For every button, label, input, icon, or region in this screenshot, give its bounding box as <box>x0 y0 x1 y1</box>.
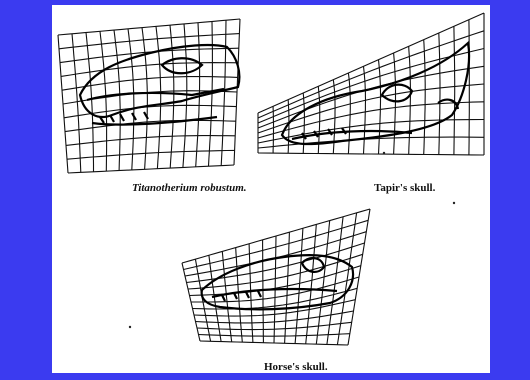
tapir-grid-line <box>258 31 484 118</box>
horse-grid-line <box>295 228 303 343</box>
horse-grid-line <box>263 240 264 343</box>
tapir-grid-line <box>258 13 484 113</box>
horse-skull-drawing <box>202 255 353 309</box>
titanotherium-grid-line <box>72 34 81 173</box>
horse-grid-line <box>236 248 243 343</box>
caption-tapir: Tapir's skull. <box>374 182 435 194</box>
caption-horse: Horse's skull. <box>264 362 328 373</box>
tapir-grid-line <box>348 73 350 154</box>
titanotherium-grid-line <box>114 30 120 170</box>
titanotherium-grid-line <box>156 26 161 168</box>
tapir-skull-drawing <box>282 43 469 144</box>
tapir-grid-line <box>454 26 455 154</box>
horse-grid <box>182 209 370 345</box>
tapir-grid-line <box>439 33 440 155</box>
titanotherium-grid-line <box>142 28 147 170</box>
tapir-grid-line <box>379 60 381 154</box>
tapir-grid <box>258 13 484 155</box>
titanotherium-grid-line <box>170 25 174 168</box>
tapir-grid-line <box>364 66 366 154</box>
titanotherium-grid-line <box>100 31 107 171</box>
tapir-grid-line <box>394 53 396 154</box>
titanotherium-grid-line <box>68 165 234 173</box>
tapir-grid-line <box>258 153 484 155</box>
tapir-grid-line <box>409 46 411 154</box>
titanotherium-grid-line <box>128 29 134 170</box>
titanotherium-grid-line <box>86 33 94 172</box>
figure-page: Titanotherium robustum. Tapir's skull. H… <box>52 5 490 373</box>
horse-grid-line <box>249 244 253 343</box>
tapir-grid-line <box>258 49 484 124</box>
caption-titanotherium: Titanotherium robustum. <box>132 182 247 194</box>
titanotherium-grid-line <box>61 63 238 77</box>
titanotherium-grid <box>58 19 240 173</box>
horse-grid-line <box>285 232 290 343</box>
titanotherium-grid-line <box>221 20 226 165</box>
